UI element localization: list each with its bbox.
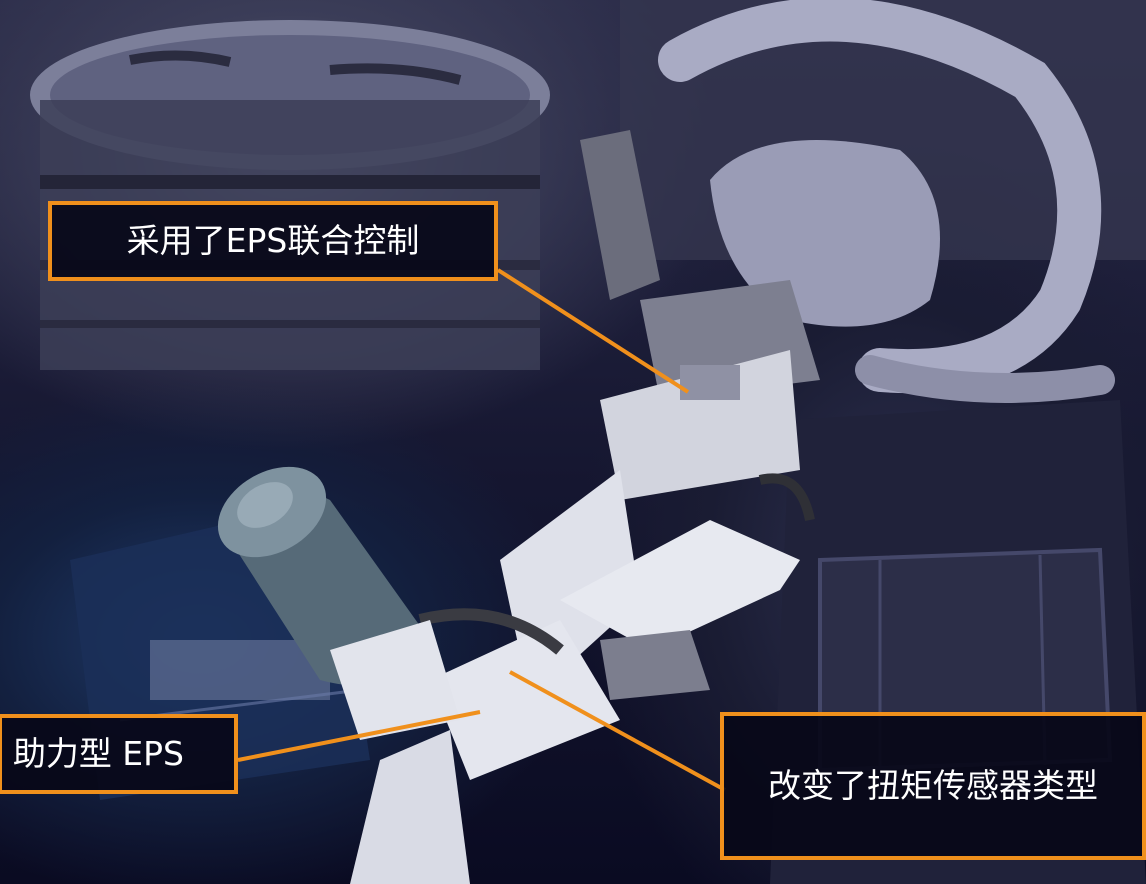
leader-line-assist-type [237, 710, 481, 762]
leader-line-eps-joint-control [496, 268, 690, 394]
leader-line-torque-sensor [509, 670, 726, 792]
callout-assist-type: 助力型 EPS [0, 714, 238, 794]
steering-wheel-image [658, 0, 1115, 403]
callout-torque-sensor-text: 改变了扭矩传感器类型 [768, 766, 1098, 805]
callout-eps-joint-control-text: 采用了EPS联合控制 [126, 221, 420, 260]
callout-eps-joint-control: 采用了EPS联合控制 [48, 201, 498, 281]
leader-lines [237, 268, 726, 792]
callout-torque-sensor: 改变了扭矩传感器类型 [720, 712, 1146, 860]
steering-column-image [350, 130, 820, 884]
eps-motor-image [217, 466, 460, 740]
piston-image [30, 20, 550, 370]
callout-assist-type-text: 助力型 EPS [12, 734, 184, 773]
